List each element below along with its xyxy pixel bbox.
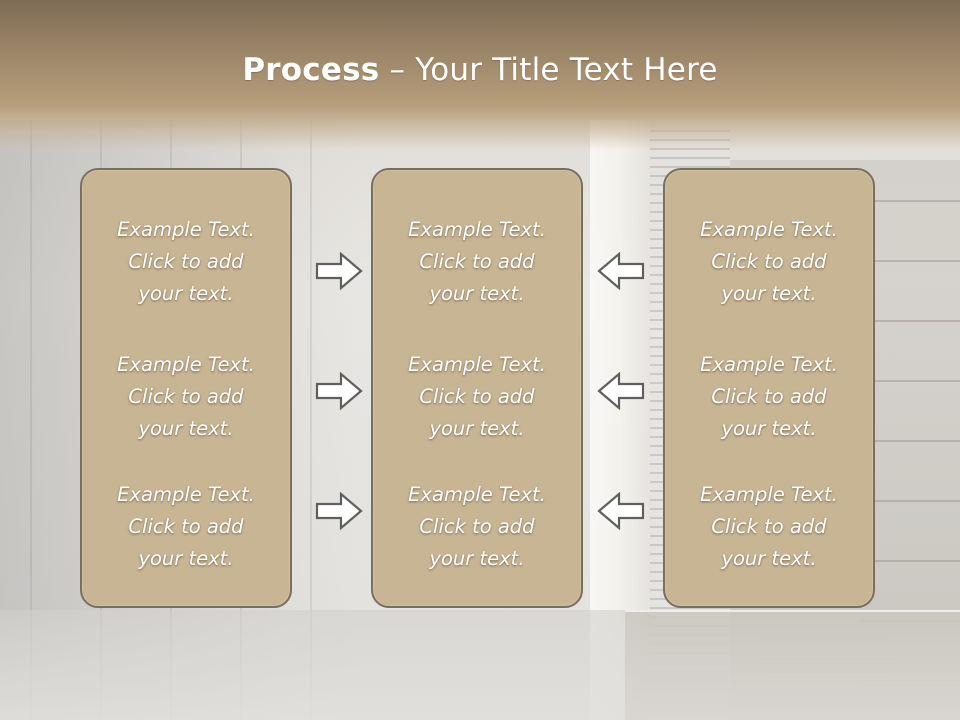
box-2-text-2[interactable]: Example Text. Click to add your text. [408, 353, 546, 440]
process-box-1[interactable]: Example Text. Click to add your text. Ex… [80, 168, 292, 608]
box-2-text-3[interactable]: Example Text. Click to add your text. [408, 483, 546, 570]
arrow-right-icon [315, 492, 363, 530]
box-1-text-3[interactable]: Example Text. Click to add your text. [117, 483, 255, 570]
box-3-text-1[interactable]: Example Text. Click to add your text. [700, 218, 838, 305]
box-1-text-1[interactable]: Example Text. Click to add your text. [117, 218, 255, 305]
box-2-text-1[interactable]: Example Text. Click to add your text. [408, 218, 546, 305]
title-rest: – Your Title Text Here [379, 52, 718, 88]
arrow-left-icon [597, 492, 645, 530]
process-box-2[interactable]: Example Text. Click to add your text. Ex… [371, 168, 583, 608]
title-band [0, 0, 960, 150]
background-step [625, 610, 960, 720]
title-bold: Process [242, 52, 380, 88]
box-3-text-3[interactable]: Example Text. Click to add your text. [700, 483, 838, 570]
box-1-text-2[interactable]: Example Text. Click to add your text. [117, 353, 255, 440]
arrow-right-icon [315, 252, 363, 290]
arrow-right-icon [315, 372, 363, 410]
arrow-left-icon [597, 252, 645, 290]
slide-title[interactable]: Process – Your Title Text Here [0, 52, 960, 88]
process-box-3[interactable]: Example Text. Click to add your text. Ex… [663, 168, 875, 608]
box-3-text-2[interactable]: Example Text. Click to add your text. [700, 353, 838, 440]
arrow-left-icon [597, 372, 645, 410]
